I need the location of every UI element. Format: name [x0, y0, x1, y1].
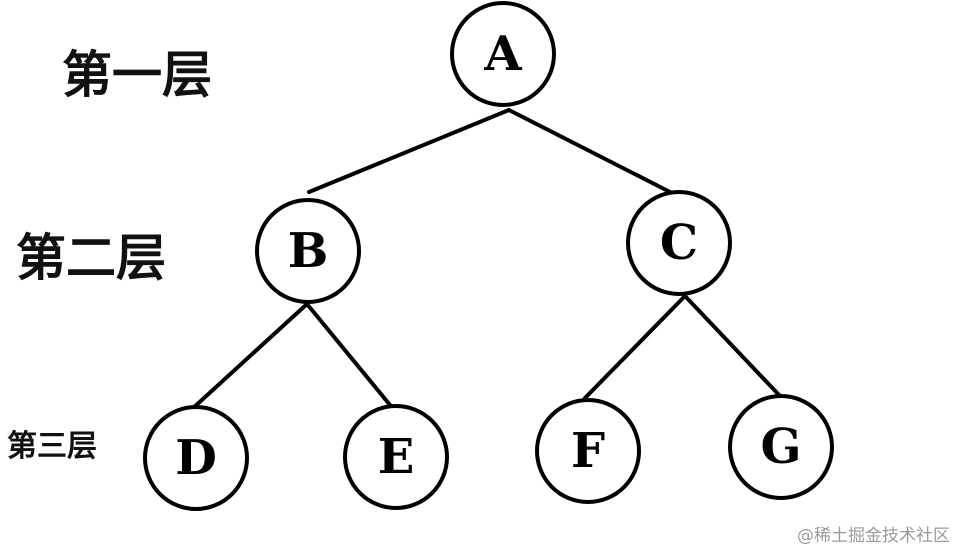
node-e-label: E: [378, 429, 415, 485]
node-d-label: D: [175, 430, 217, 486]
node-c-label: C: [660, 215, 698, 271]
node-e-circle: [343, 404, 449, 510]
tree-node-g: G: [728, 394, 834, 500]
tree-node-a: A: [450, 1, 556, 107]
edge-c-f: [583, 294, 687, 400]
watermark-text: @稀土掘金技术社区: [797, 526, 950, 546]
node-b-circle: [255, 198, 361, 304]
node-a-label: A: [483, 26, 522, 82]
edge-a-b: [307, 108, 511, 194]
node-d-circle: [143, 405, 249, 511]
tree-edges: [190, 108, 782, 411]
edge-c-g: [683, 294, 782, 398]
tree-node-e: E: [343, 404, 449, 510]
edge-b-d: [190, 302, 309, 411]
edge-b-e: [305, 302, 392, 407]
node-g-label: G: [761, 419, 802, 475]
node-g-circle: [728, 394, 834, 500]
tree-node-b: B: [255, 198, 361, 304]
node-a-circle: [450, 1, 556, 107]
node-c-circle: [626, 190, 732, 296]
node-f-label: F: [571, 423, 605, 479]
level-label-1: 第一层: [62, 46, 212, 104]
tree-node-d: D: [143, 405, 249, 511]
tree-node-f: F: [535, 398, 641, 504]
node-f-circle: [535, 398, 641, 504]
tree-node-c: C: [626, 190, 732, 296]
edge-a-c: [507, 108, 672, 194]
level-label-2: 第二层: [16, 229, 166, 287]
node-b-label: B: [288, 223, 329, 279]
level-label-3: 第三层: [7, 429, 97, 464]
